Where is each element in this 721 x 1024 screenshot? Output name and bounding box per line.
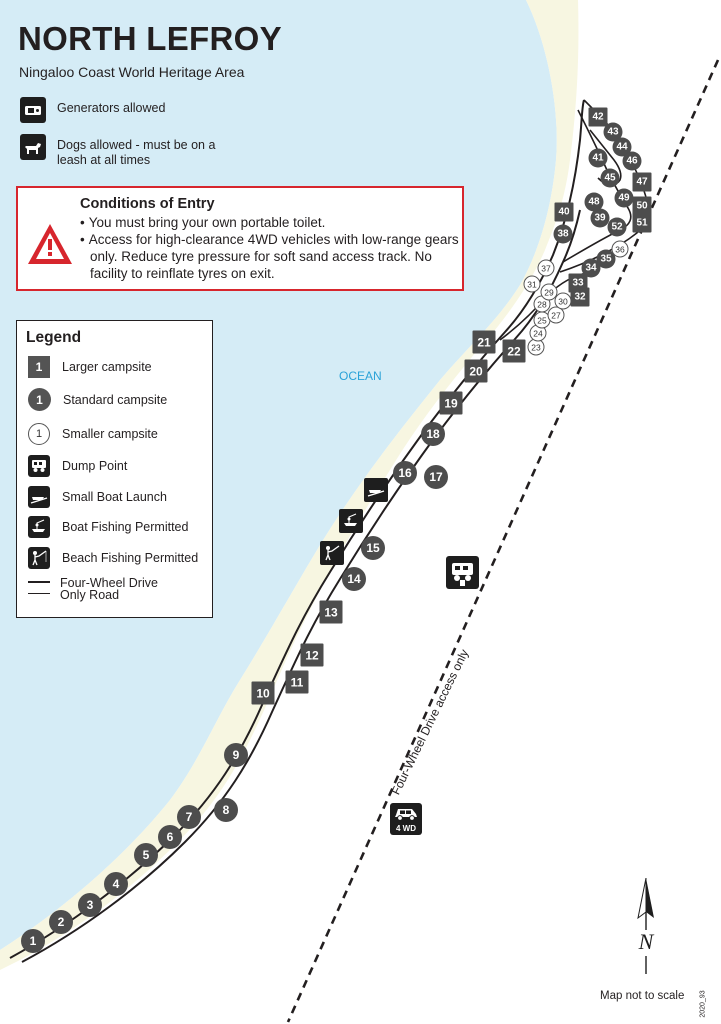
campsite-17[interactable]: 17: [424, 465, 448, 489]
campsite-43[interactable]: 43: [603, 122, 623, 142]
campsite-51[interactable]: 51: [632, 213, 652, 233]
campsite-52[interactable]: 52: [607, 217, 627, 237]
legend-label: Boat Fishing Permitted: [62, 520, 189, 534]
campsite-3[interactable]: 3: [78, 893, 102, 917]
campsite-47[interactable]: 47: [632, 172, 652, 192]
road-line-symbol: [28, 577, 50, 604]
4wd-sign: 4 WD: [390, 803, 422, 835]
legend-row-boat-launch: Small Boat Launch: [28, 486, 167, 508]
campsite-1[interactable]: 1: [21, 929, 45, 953]
campsite-4[interactable]: 4: [104, 872, 128, 896]
campsite-14[interactable]: 14: [342, 567, 366, 591]
dump-point-icon: [446, 556, 479, 589]
legend-row-beach-fishing: Beach Fishing Permitted: [28, 547, 198, 569]
compass-label: N: [638, 929, 655, 954]
campsite-5[interactable]: 5: [134, 843, 158, 867]
smaller-campsite-symbol: 1: [28, 423, 50, 445]
beach-fishing-icon: [28, 547, 50, 569]
campsite-40[interactable]: 40: [554, 202, 574, 222]
facility-generators: Generators allowed: [20, 97, 232, 123]
dump-point-icon: [28, 455, 50, 477]
campsite-12[interactable]: 12: [300, 643, 324, 667]
4wd-vehicle-icon: [395, 809, 417, 821]
legend-label: Beach Fishing Permitted: [62, 551, 199, 565]
legend-row-road: Four-Wheel Drive Only Road: [28, 577, 170, 604]
legend-label: Dump Point: [62, 459, 128, 473]
legend-label: Four-Wheel Drive Only Road: [60, 576, 158, 602]
campsite-29[interactable]: 29: [540, 283, 558, 301]
page-title: NORTH LEFROY: [18, 20, 282, 57]
legend-label: Smaller campsite: [62, 427, 158, 441]
campsite-39[interactable]: 39: [590, 208, 610, 228]
legend-label: Small Boat Launch: [62, 490, 167, 504]
campsite-6[interactable]: 6: [158, 825, 182, 849]
campsite-20[interactable]: 20: [464, 359, 488, 383]
legend-row-larger: 1 Larger campsite: [28, 356, 152, 378]
campsite-33[interactable]: 33: [568, 273, 588, 293]
condition-item: Access for high-clearance 4WD vehicles w…: [80, 231, 460, 282]
conditions-list: You must bring your own portable toilet.…: [80, 214, 460, 282]
campsite-21[interactable]: 21: [472, 330, 496, 354]
larger-campsite-symbol: 1: [28, 356, 50, 378]
generator-icon: [20, 97, 46, 123]
campsite-38[interactable]: 38: [553, 224, 573, 244]
campsite-35[interactable]: 35: [596, 249, 616, 269]
standard-campsite-symbol: 1: [28, 388, 51, 411]
warning-icon: [28, 224, 72, 264]
legend-label: Larger campsite: [62, 360, 152, 374]
campsite-9[interactable]: 9: [224, 743, 248, 767]
campsite-13[interactable]: 13: [319, 600, 343, 624]
north-arrow-icon: N: [637, 878, 655, 974]
legend-row-dump-point: Dump Point: [28, 455, 127, 477]
campsite-18[interactable]: 18: [421, 422, 445, 446]
campsite-41[interactable]: 41: [588, 148, 608, 168]
legend-row-standard: 1 Standard campsite: [28, 388, 167, 411]
campsite-16[interactable]: 16: [393, 461, 417, 485]
boat-fishing-icon: [339, 509, 363, 533]
campsite-42[interactable]: 42: [588, 107, 608, 127]
boat-fishing-icon: [28, 516, 50, 538]
campsite-36[interactable]: 36: [611, 240, 629, 258]
campsite-8[interactable]: 8: [214, 798, 238, 822]
legend-panel: Legend 1 Larger campsite 1 Standard camp…: [16, 320, 213, 618]
page-subtitle: Ningaloo Coast World Heritage Area: [19, 64, 245, 80]
scale-note: Map not to scale: [600, 990, 685, 1002]
condition-item: You must bring your own portable toilet.: [80, 214, 460, 231]
legend-label: Standard campsite: [63, 392, 168, 407]
campsite-7[interactable]: 7: [177, 805, 201, 829]
campsite-22[interactable]: 22: [502, 339, 526, 363]
facility-label: Generators allowed: [57, 101, 166, 115]
4wd-label: 4 WD: [396, 824, 416, 833]
dog-icon: [20, 134, 46, 160]
campsite-30[interactable]: 30: [554, 292, 572, 310]
beach-fishing-icon: [320, 541, 344, 565]
legend-row-smaller: 1 Smaller campsite: [28, 423, 158, 445]
campsite-2[interactable]: 2: [49, 910, 73, 934]
campsite-46[interactable]: 46: [622, 151, 642, 171]
boat-launch-icon: [364, 478, 388, 502]
campsite-37[interactable]: 37: [537, 259, 555, 277]
campsite-48[interactable]: 48: [584, 192, 604, 212]
conditions-title: Conditions of Entry: [80, 196, 215, 212]
campsite-31[interactable]: 31: [523, 275, 541, 293]
campsite-45[interactable]: 45: [600, 168, 620, 188]
facility-label: Dogs allowed - must be on a leash at all…: [57, 138, 216, 167]
ocean-label: OCEAN: [339, 369, 382, 383]
legend-title: Legend: [26, 329, 82, 346]
facility-dogs: Dogs allowed - must be on a leash at all…: [20, 134, 232, 168]
campsite-11[interactable]: 11: [285, 670, 309, 694]
legend-row-boat-fishing: Boat Fishing Permitted: [28, 516, 188, 538]
boat-launch-icon: [28, 486, 50, 508]
map-code: 2020_93: [699, 990, 707, 1018]
campsite-49[interactable]: 49: [614, 188, 634, 208]
campsite-34[interactable]: 34: [581, 258, 601, 278]
campsite-50[interactable]: 50: [632, 196, 652, 216]
campsite-15[interactable]: 15: [361, 536, 385, 560]
campsite-10[interactable]: 10: [251, 681, 275, 705]
conditions-of-entry-box: Conditions of Entry You must bring your …: [16, 186, 464, 291]
campsite-19[interactable]: 19: [439, 391, 463, 415]
